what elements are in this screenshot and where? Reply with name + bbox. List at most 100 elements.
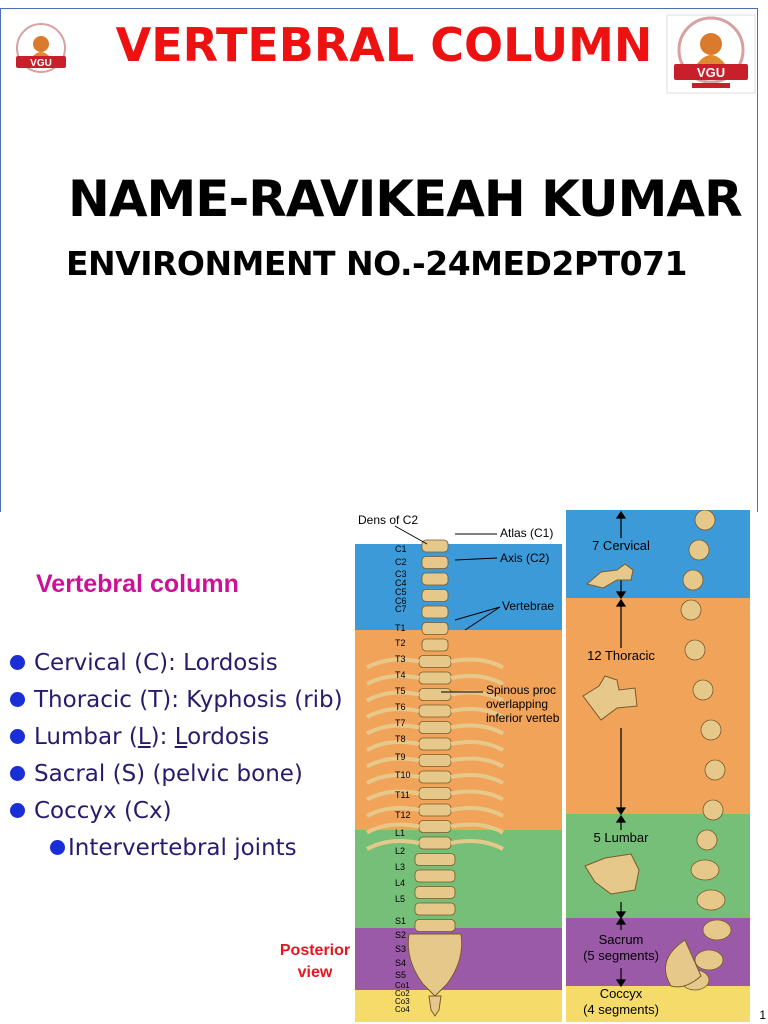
spinous-process-label-2: overlapping (486, 697, 548, 711)
bullet-intervertebral-joints: Intervertebral joints (8, 833, 358, 864)
vertebrae-label: Vertebrae (502, 599, 554, 613)
vertebra-label-co1: Co1 (395, 981, 410, 990)
vertebra-label-t1: T1 (395, 623, 406, 633)
vertebra-label-t6: T6 (395, 702, 406, 712)
vertebra-body (414, 869, 456, 883)
vertebra-label-l5: L5 (395, 894, 405, 904)
sacrum-bone (407, 933, 463, 997)
bullet-dot-icon (10, 692, 25, 707)
rib-stub (366, 740, 420, 752)
lateral-vertebra (694, 510, 716, 531)
rib-stub (366, 756, 420, 769)
rib-stub (450, 773, 504, 785)
posterior-view-label: Posterior view (279, 942, 351, 981)
rib-stub (450, 723, 504, 736)
bullet-lumbar: Lumbar (L): Lordosis (8, 722, 358, 753)
bullet-dot-icon (10, 655, 25, 670)
vertebra-body (421, 638, 449, 652)
vertebra-label-t7: T7 (395, 718, 406, 728)
vertebra-body (414, 919, 456, 932)
logo-right-text: VGU (697, 65, 725, 80)
vertebra-label-t9: T9 (395, 752, 406, 762)
bullet-list: Cervical (C): Lordosis Thoracic (T): Kyp… (8, 648, 358, 870)
rib-stub (450, 740, 504, 752)
vertebra-label-c3: C3 (395, 569, 407, 579)
lateral-vertebra (690, 859, 720, 881)
lateral-vertebra (704, 759, 726, 781)
page-number: 1 (759, 1008, 766, 1022)
university-logo-left: VGU (16, 23, 66, 73)
vertebra-body (418, 820, 452, 833)
vertebra-body (418, 770, 452, 784)
sacrum-segments-label: (5 segments) (583, 948, 659, 963)
vertebra-body (418, 688, 452, 701)
vertebra-body (414, 886, 456, 899)
vertebra-body (418, 787, 452, 800)
rib-stub (366, 674, 420, 686)
lateral-vertebra (682, 569, 704, 591)
lumbar-vertebra-image (584, 853, 640, 895)
vertebra-label-co4: Co4 (395, 1005, 410, 1014)
vertebra-body (421, 572, 449, 586)
rib-stub (450, 674, 504, 686)
rib-stub (366, 707, 420, 719)
vertebra-body (414, 853, 456, 866)
vertebra-label-s3: S3 (395, 944, 406, 954)
bullet-coccyx: Coccyx (Cx) (8, 796, 358, 827)
lateral-vertebra (680, 599, 702, 621)
rib-stub (450, 756, 504, 769)
vertebra-label-t2: T2 (395, 638, 406, 648)
vertebra-label-c5: C5 (395, 587, 407, 597)
cervical-vertebra-image (585, 563, 634, 589)
coccyx-region-label: Coccyx (600, 986, 643, 1001)
vertebra-body (421, 556, 449, 569)
rib-stub (450, 789, 504, 802)
vertebra-label-t3: T3 (395, 654, 406, 664)
rib-stub (450, 707, 504, 719)
rib-stub (366, 657, 420, 670)
environment-number: ENVIRONMENT NO.-24MED2PT071 (66, 244, 687, 283)
vertebra-body (421, 622, 449, 635)
lateral-sacrum (664, 939, 702, 988)
lateral-view-panel: 7 Cervical 12 Thoracic 5 Lumbar Sacrum (… (566, 510, 750, 1022)
vertebra-label-co3: Co3 (395, 997, 410, 1006)
slide-title: VERTEBRAL COLUMN (115, 18, 653, 72)
vertebra-label-t4: T4 (395, 670, 406, 680)
rib-stub (450, 806, 504, 818)
rib-stub (366, 839, 420, 851)
vertebra-label-l3: L3 (395, 862, 405, 872)
university-logo-right: VGU (666, 14, 756, 94)
spinous-process-label-3: inferior verteb (486, 711, 560, 725)
bullet-dot-icon (10, 766, 25, 781)
vertebra-label-c1: C1 (395, 544, 407, 554)
bullet-cervical: Cervical (C): Lordosis (8, 648, 358, 679)
vertebra-label-co2: Co2 (395, 989, 410, 998)
thoracic-vertebra-image (582, 675, 638, 721)
vertebra-body (418, 803, 452, 817)
vertebra-label-s5: S5 (395, 970, 406, 980)
thoracic-region-label: 12 Thoracic (587, 648, 655, 663)
vertebra-label-s1: S1 (395, 916, 406, 926)
lateral-vertebra (692, 679, 714, 701)
cervical-region-label: 7 Cervical (592, 538, 650, 553)
lateral-vertebra (696, 889, 726, 911)
vertebra-label-t11: T11 (395, 790, 410, 800)
bullet-thoracic: Thoracic (T): Kyphosis (rib) (8, 685, 358, 716)
rib-stub (366, 789, 420, 802)
vertebra-label-t5: T5 (395, 686, 406, 696)
rib-stub (450, 690, 504, 703)
vertebra-body (414, 902, 456, 916)
vertebra-body (418, 754, 452, 767)
bullet-dot-icon (10, 803, 25, 818)
vertebra-label-c6: C6 (395, 596, 407, 606)
rib-stub (366, 723, 420, 736)
vertebra-body (418, 671, 452, 685)
student-name: NAME-RAVIKEAH KUMAR (68, 170, 743, 228)
vertebra-label-l2: L2 (395, 846, 405, 856)
lumbar-region-label: 5 Lumbar (594, 830, 650, 845)
atlas-label: Atlas (C1) (500, 526, 553, 540)
rib-stub (366, 806, 420, 818)
vertebra-body (421, 605, 449, 619)
vertebra-body (418, 836, 452, 850)
vertebra-body (418, 721, 452, 734)
